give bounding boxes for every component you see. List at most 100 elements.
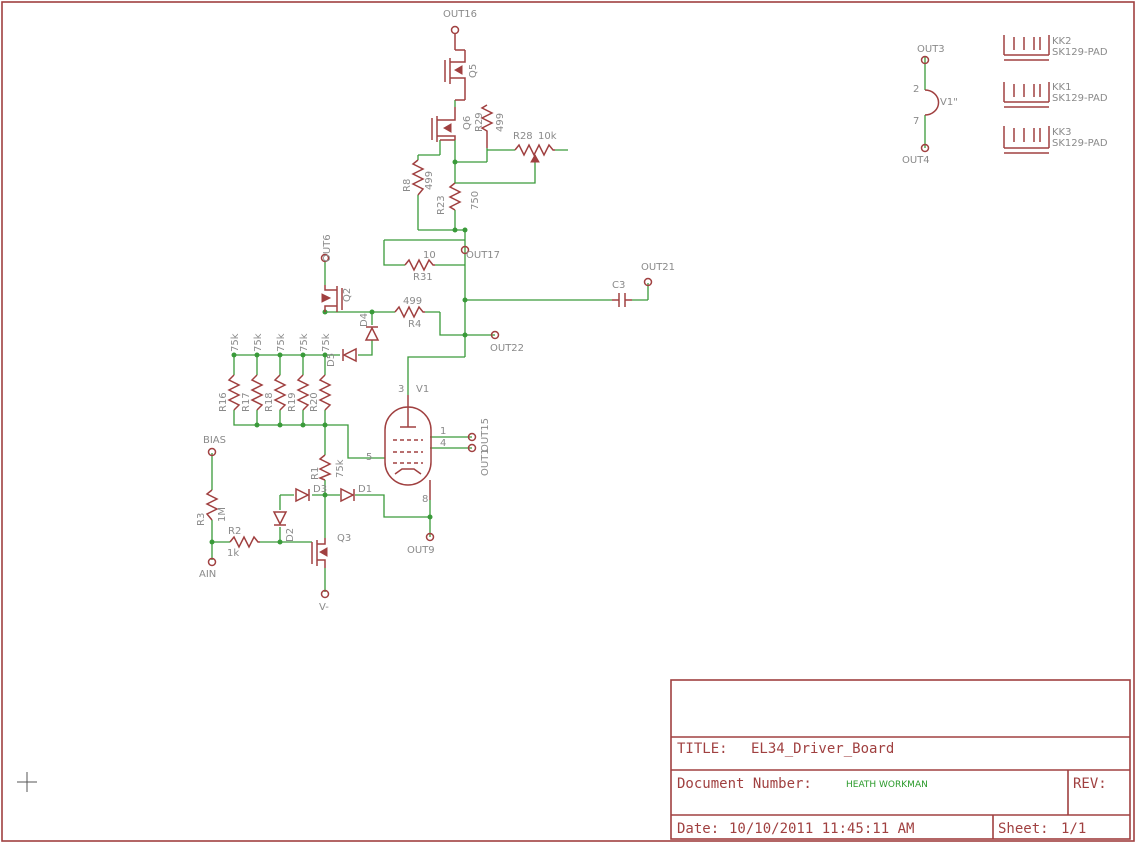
resistor-r29[interactable]: R29 499 [474, 104, 506, 148]
wires [211, 57, 926, 592]
svg-text:R18: R18 [264, 392, 275, 412]
port-out3[interactable]: OUT3 [917, 44, 945, 65]
svg-text:V1: V1 [416, 384, 429, 395]
ports: OUT16 OUT17 OUT6 OUT21 OUT22 OUT9 OUT1 [199, 9, 945, 613]
svg-text:D4: D4 [359, 313, 370, 327]
resistor-r16[interactable]: R16 75k [218, 333, 241, 412]
sheet-value: 1/1 [1061, 821, 1086, 837]
svg-text:OUT6: OUT6 [322, 234, 333, 262]
resistor-r23[interactable]: R23 750 [436, 182, 481, 215]
svg-text:R1: R1 [310, 467, 321, 480]
heatsink-kk2[interactable]: KK2 SK129-PAD [1003, 35, 1108, 61]
port-out15[interactable] [467, 432, 477, 442]
resistor-r4[interactable]: 499 R4 [394, 296, 425, 330]
svg-text:R23: R23 [436, 195, 447, 215]
svg-text:BIAS: BIAS [203, 435, 226, 446]
svg-text:7: 7 [913, 116, 919, 127]
svg-text:R31: R31 [413, 272, 433, 283]
heatsink-kk3[interactable]: KK3 SK129-PAD [1003, 126, 1108, 154]
docnum-value: HEATH WORKMAN [846, 780, 928, 790]
port-out17[interactable]: OUT17 [460, 245, 501, 262]
svg-text:Q3: Q3 [337, 533, 351, 544]
svg-text:KK3: KK3 [1052, 127, 1071, 138]
svg-text:Q2: Q2 [342, 288, 353, 302]
port-ain[interactable]: AIN [199, 557, 216, 581]
svg-text:OUT4: OUT4 [902, 155, 930, 166]
svg-text:1k: 1k [227, 548, 239, 559]
port-out1[interactable]: OUT1 OUT15 [467, 418, 492, 476]
svg-text:2: 2 [913, 84, 919, 95]
svg-text:R28: R28 [513, 131, 533, 142]
mosfet-q5[interactable]: Q5 [444, 49, 479, 101]
heatsink-kk1[interactable]: KK1 SK129-PAD [1003, 82, 1108, 108]
diode-d2[interactable]: D2 [272, 511, 296, 542]
svg-text:75k: 75k [253, 333, 264, 352]
resistor-r3[interactable]: R3 1M [196, 489, 228, 526]
svg-text:R19: R19 [287, 392, 298, 412]
port-out6[interactable]: OUT6 [320, 234, 334, 263]
date-label: Date: [677, 821, 719, 837]
svg-text:D2: D2 [285, 528, 296, 542]
port-out9[interactable]: OUT9 [407, 532, 435, 557]
svg-text:R16: R16 [218, 392, 229, 412]
sheet-label: Sheet: [998, 821, 1049, 837]
resistor-r31[interactable]: 10 R31 [404, 250, 436, 283]
svg-text:Q5: Q5 [468, 64, 479, 78]
port-bias[interactable]: BIAS [203, 435, 226, 457]
resistor-r1[interactable]: R1 75k [310, 454, 346, 481]
port-out4[interactable]: OUT4 [902, 143, 930, 167]
mosfet-q2[interactable]: Q2 [321, 285, 353, 312]
svg-text:75k: 75k [335, 459, 346, 478]
svg-text:75k: 75k [299, 333, 310, 352]
resistor-r19[interactable]: R19 75k [287, 333, 310, 412]
docnum-label: Document Number: [677, 776, 812, 792]
svg-text:KK1: KK1 [1052, 82, 1071, 93]
svg-text:SK129-PAD: SK129-PAD [1052, 138, 1108, 149]
svg-text:V1": V1" [940, 97, 958, 108]
svg-text:8: 8 [422, 494, 428, 505]
svg-text:75k: 75k [230, 333, 241, 352]
svg-text:R17: R17 [241, 392, 252, 412]
svg-text:75k: 75k [321, 333, 332, 352]
svg-text:750: 750 [470, 191, 481, 210]
vacuum-tube-v1[interactable]: V1 3 5 1 4 8 [366, 384, 446, 505]
title-label: TITLE: [677, 741, 728, 757]
port-out22[interactable]: OUT22 [490, 330, 524, 355]
svg-text:R3: R3 [196, 513, 207, 526]
svg-text:R20: R20 [309, 392, 320, 412]
svg-text:499: 499 [424, 171, 435, 190]
diode-d4[interactable]: D4 [359, 313, 380, 341]
svg-text:OUT17: OUT17 [466, 250, 500, 261]
capacitor-c3[interactable]: C3 [612, 280, 632, 307]
svg-text:AIN: AIN [199, 569, 216, 580]
mosfet-q3[interactable]: Q3 [311, 533, 351, 568]
svg-text:OUT21: OUT21 [641, 262, 675, 273]
svg-text:OUT1: OUT1 [480, 448, 491, 476]
potentiometer-r28[interactable]: R28 10k [513, 131, 557, 163]
svg-text:Q6: Q6 [462, 116, 473, 130]
resistor-r8[interactable]: R8 499 [402, 159, 435, 196]
svg-text:OUT16: OUT16 [443, 9, 477, 20]
resistor-r17[interactable]: R17 75k [241, 333, 264, 412]
svg-text:SK129-PAD: SK129-PAD [1052, 47, 1108, 58]
port-vminus[interactable]: V- [319, 589, 329, 614]
mosfet-q6[interactable]: Q6 [431, 107, 473, 142]
svg-text:R4: R4 [408, 319, 421, 330]
diode-d3[interactable]: D3 [295, 484, 327, 503]
svg-text:499: 499 [403, 296, 422, 307]
tube-heater-v1b[interactable]: V1" 2 7 [913, 84, 958, 127]
port-out16[interactable]: OUT16 [443, 9, 477, 50]
diode-d1[interactable]: D1 [340, 484, 372, 503]
resistor-r20[interactable]: R20 75k [309, 333, 332, 412]
port-out21[interactable]: OUT21 [641, 262, 675, 287]
svg-text:C3: C3 [612, 280, 625, 291]
resistor-r18[interactable]: R18 75k [264, 333, 287, 412]
svg-text:D3: D3 [313, 484, 327, 495]
svg-text:R8: R8 [402, 179, 413, 192]
resistor-r2[interactable]: R2 1k [227, 526, 260, 559]
svg-text:75k: 75k [276, 333, 287, 352]
svg-text:499: 499 [495, 113, 506, 132]
diode-d5[interactable]: D5 [326, 347, 357, 367]
